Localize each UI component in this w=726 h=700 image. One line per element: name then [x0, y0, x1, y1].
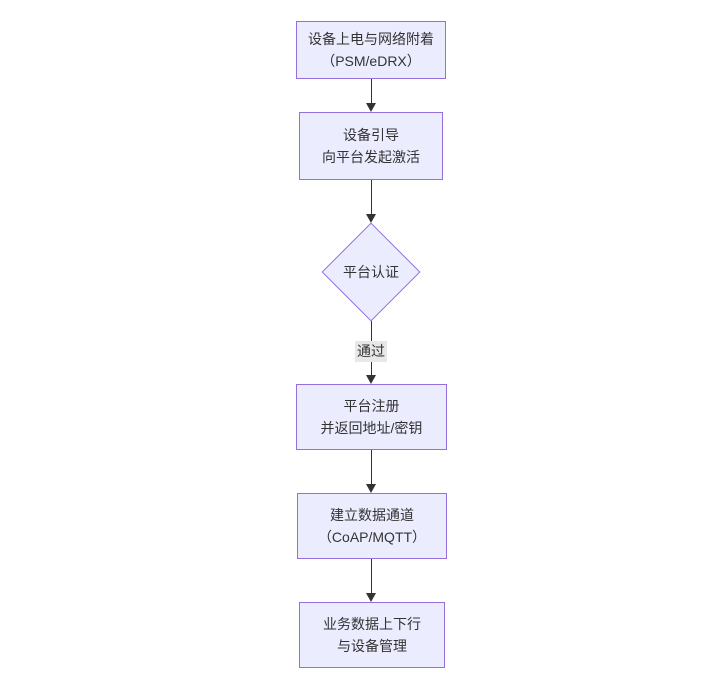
arrow-line	[371, 180, 372, 215]
flowchart-node-registration: 平台注册 并返回地址/密钥	[296, 384, 447, 450]
arrow-down-1	[366, 79, 377, 112]
flowchart-node-data-channel: 建立数据通道 （CoAP/MQTT）	[297, 493, 447, 559]
node-text-line: （CoAP/MQTT）	[317, 529, 427, 545]
node-text-line: 业务数据上下行	[323, 616, 421, 632]
flowchart-node-power-on: 设备上电与网络附着 （PSM/eDRX）	[296, 21, 446, 79]
node-text-line: 向平台发起激活	[322, 149, 420, 165]
arrowhead-icon	[366, 375, 376, 384]
arrow-down-2	[366, 180, 377, 223]
edge-label-pass: 通过	[355, 341, 387, 362]
decision-label: 平台认证	[343, 264, 399, 280]
node-text-line: 建立数据通道	[330, 507, 414, 523]
flowchart-node-business-data: 业务数据上下行 与设备管理	[299, 602, 445, 668]
arrow-down-4	[366, 450, 377, 493]
node-text-line: 与设备管理	[337, 638, 407, 654]
arrow-line	[371, 559, 372, 594]
arrow-line	[371, 79, 372, 104]
arrowhead-icon	[366, 484, 376, 493]
arrow-line	[371, 450, 372, 485]
flowchart-decision-platform-auth: 平台认证	[321, 222, 421, 322]
arrowhead-icon	[366, 214, 376, 223]
node-text-line: （PSM/eDRX）	[321, 53, 421, 69]
arrowhead-icon	[366, 593, 376, 602]
arrow-down-5	[366, 559, 377, 602]
node-text-line: 设备引导	[343, 127, 399, 143]
node-text-line: 并返回地址/密钥	[320, 420, 423, 436]
flowchart-node-bootstrap: 设备引导 向平台发起激活	[299, 112, 443, 180]
arrowhead-icon	[366, 103, 376, 112]
node-text-line: 平台注册	[343, 398, 400, 414]
node-text-line: 设备上电与网络附着	[308, 31, 434, 47]
